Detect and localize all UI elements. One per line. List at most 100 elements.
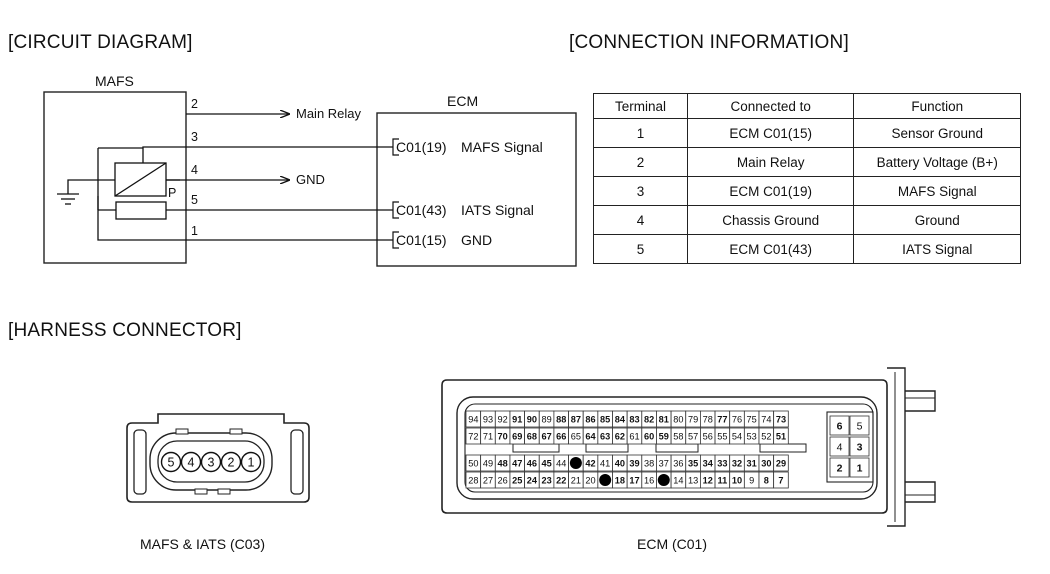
ecm-pin-89: 89 <box>538 410 555 428</box>
pin-3-label: 3 <box>191 130 198 144</box>
ecm-pin-73: 73 <box>773 410 789 428</box>
svg-text:88: 88 <box>556 415 566 425</box>
svg-text:24: 24 <box>527 476 538 486</box>
svg-text:77: 77 <box>717 415 727 425</box>
table-row: 3 ECM C01(19) MAFS Signal <box>593 176 1021 206</box>
ecm-pin-6: 6 <box>829 415 850 436</box>
svg-text:67: 67 <box>541 432 551 442</box>
svg-text:4: 4 <box>837 442 843 454</box>
ecm-pin-63: 63 <box>597 427 613 445</box>
gnd-label: GND <box>296 172 325 187</box>
svg-text:50: 50 <box>468 459 478 469</box>
table-header-row: Terminal Connected to Function <box>593 93 1021 119</box>
connection-table: Terminal Connected to Function 1 ECM C01… <box>593 93 1021 264</box>
ecm-terminal-bracket-19 <box>392 138 399 156</box>
ecm-pin-58: 58 <box>670 427 687 445</box>
ecm-terminal-bracket-15 <box>392 231 399 249</box>
svg-text:17: 17 <box>629 476 639 486</box>
svg-text:63: 63 <box>600 432 610 442</box>
svg-text:70: 70 <box>498 432 508 442</box>
svg-text:22: 22 <box>556 476 566 486</box>
ecm-pin-25: 25 <box>509 471 526 489</box>
ecm-terminal-43: C01(43) <box>396 202 447 218</box>
svg-text:40: 40 <box>615 459 625 469</box>
svg-text:69: 69 <box>512 432 522 442</box>
ecm-pin-70: 70 <box>494 427 511 445</box>
ecm-pin-32: 32 <box>729 454 745 472</box>
pin-1-label: 1 <box>191 224 198 238</box>
ecm-pin-9: 9 <box>743 471 760 489</box>
svg-text:11: 11 <box>718 476 728 486</box>
svg-text:72: 72 <box>468 432 478 442</box>
ecm-pin-67: 67 <box>538 427 555 445</box>
svg-text:68: 68 <box>527 432 537 442</box>
ecm-pin-31: 31 <box>743 454 760 472</box>
svg-text:53: 53 <box>747 432 757 442</box>
svg-text:65: 65 <box>571 432 581 442</box>
svg-text:2: 2 <box>837 463 843 475</box>
svg-text:3: 3 <box>208 456 215 470</box>
cell-function: Battery Voltage (B+) <box>853 147 1021 177</box>
svg-text:48: 48 <box>498 459 508 469</box>
ecm-pin-27: 27 <box>480 471 496 489</box>
svg-text:6: 6 <box>837 421 843 433</box>
mafs-iats-connector-caption: MAFS & IATS (C03) <box>140 536 265 552</box>
ecm-pin-55: 55 <box>714 427 731 445</box>
svg-text:52: 52 <box>761 432 771 442</box>
svg-text:16: 16 <box>644 476 654 486</box>
ecm-pin-38: 38 <box>641 454 657 472</box>
svg-text:74: 74 <box>761 415 771 425</box>
ecm-pin-71: 71 <box>480 427 496 445</box>
cell-connected-to: ECM C01(43) <box>686 234 855 264</box>
ecm-pin-81: 81 <box>656 410 672 428</box>
ecm-pin-5: 5 <box>849 415 870 436</box>
ecm-pin-30: 30 <box>758 454 775 472</box>
svg-text:59: 59 <box>659 432 669 442</box>
svg-text:23: 23 <box>541 476 551 486</box>
cell-function: MAFS Signal <box>853 176 1021 206</box>
ecm-pin-34: 34 <box>700 454 716 472</box>
table-row: 4 Chassis Ground Ground <box>593 205 1021 235</box>
ecm-pin-68: 68 <box>524 427 540 445</box>
svg-text:80: 80 <box>673 415 683 425</box>
svg-text:94: 94 <box>468 415 478 425</box>
svg-text:79: 79 <box>688 415 698 425</box>
ecm-pin-35: 35 <box>685 454 701 472</box>
ecm-pin-46: 46 <box>524 454 540 472</box>
ecm-pin-87: 87 <box>568 410 584 428</box>
ecm-pin-57: 57 <box>685 427 701 445</box>
svg-text:44: 44 <box>556 459 566 469</box>
svg-text:36: 36 <box>673 459 683 469</box>
svg-text:91: 91 <box>512 415 522 425</box>
svg-text:18: 18 <box>615 476 625 486</box>
header-terminal: Terminal <box>593 93 688 119</box>
ecm-pin-86: 86 <box>582 410 599 428</box>
ecm-pin-23: 23 <box>538 471 555 489</box>
ecm-label: ECM <box>447 93 478 109</box>
cell-function: Ground <box>853 205 1021 235</box>
svg-text:61: 61 <box>629 432 639 442</box>
ecm-pin-75: 75 <box>743 410 760 428</box>
ecm-pin-76: 76 <box>729 410 745 428</box>
ecm-pin-33: 33 <box>714 454 731 472</box>
ecm-pin-48: 48 <box>494 454 511 472</box>
cell-connected-to: ECM C01(15) <box>686 118 855 148</box>
svg-text:32: 32 <box>732 459 742 469</box>
svg-text:10: 10 <box>732 476 742 486</box>
svg-text:93: 93 <box>483 415 493 425</box>
mafs-label: MAFS <box>95 73 134 89</box>
ecm-pin-82: 82 <box>641 410 657 428</box>
svg-text:25: 25 <box>512 476 522 486</box>
svg-text:5: 5 <box>857 421 863 433</box>
ecm-pin-13: 13 <box>685 471 701 489</box>
svg-text:60: 60 <box>644 432 654 442</box>
pin-4-label: 4 <box>191 163 198 177</box>
ecm-pin-11: 11 <box>714 471 731 489</box>
svg-text:75: 75 <box>747 415 757 425</box>
ecm-pin-2: 2 <box>829 457 850 478</box>
mafs-connector-pin-2: 2 <box>220 451 242 473</box>
mafs-box <box>43 91 187 264</box>
ecm-connector-caption: ECM (C01) <box>637 536 708 552</box>
svg-text:21: 21 <box>571 476 581 486</box>
ecm-pin-51: 51 <box>773 427 789 445</box>
